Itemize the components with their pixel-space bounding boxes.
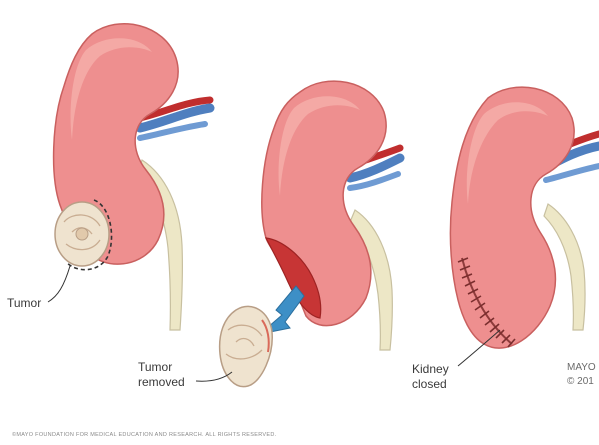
copyright-notice: ©MAYO FOUNDATION FOR MEDICAL EDUCATION A… [12, 431, 276, 439]
tumor-label: Tumor [7, 296, 41, 311]
mayo-mark: MAYO © 201 [567, 361, 596, 389]
tumor-leader-line [48, 266, 70, 302]
panel-kidney-with-tumor [48, 24, 210, 330]
panel-kidney-closed [450, 87, 599, 366]
kidney-closed-label-line1: Kidney [412, 362, 449, 377]
kidney-closed-label: Kidney closed [412, 362, 449, 392]
tumor-removed-label-line1: Tumor [138, 360, 185, 375]
panel-tumor-removed [196, 81, 400, 387]
kidney-2 [262, 81, 386, 326]
tumor-removed-label-line2: removed [138, 375, 185, 390]
kidney-closed-label-line2: closed [412, 377, 449, 392]
tumor-removed-label: Tumor removed [138, 360, 185, 390]
tumor-1 [55, 202, 109, 266]
mayo-mark-line2: © 201 [567, 375, 596, 389]
mayo-mark-line1: MAYO [567, 361, 596, 375]
